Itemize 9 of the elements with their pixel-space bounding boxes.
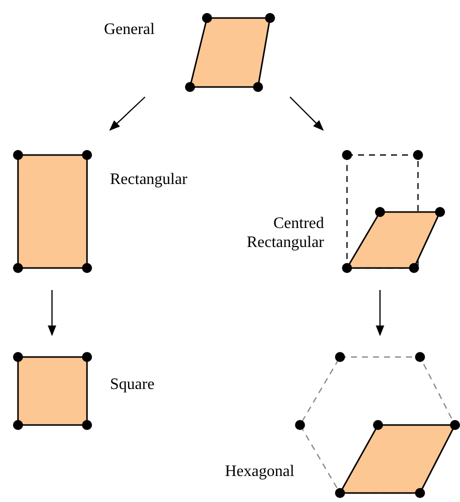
lattice-label: Hexagonal [225,462,294,481]
lattice-label: General [104,20,155,39]
arrow [109,96,146,131]
lattice-label: Centred Rectangular [246,214,324,252]
arrow [48,290,56,336]
arrow [290,96,324,131]
lattice-label: Square [110,375,154,394]
arrow [376,290,384,336]
lattice-label: Rectangular [110,170,188,189]
